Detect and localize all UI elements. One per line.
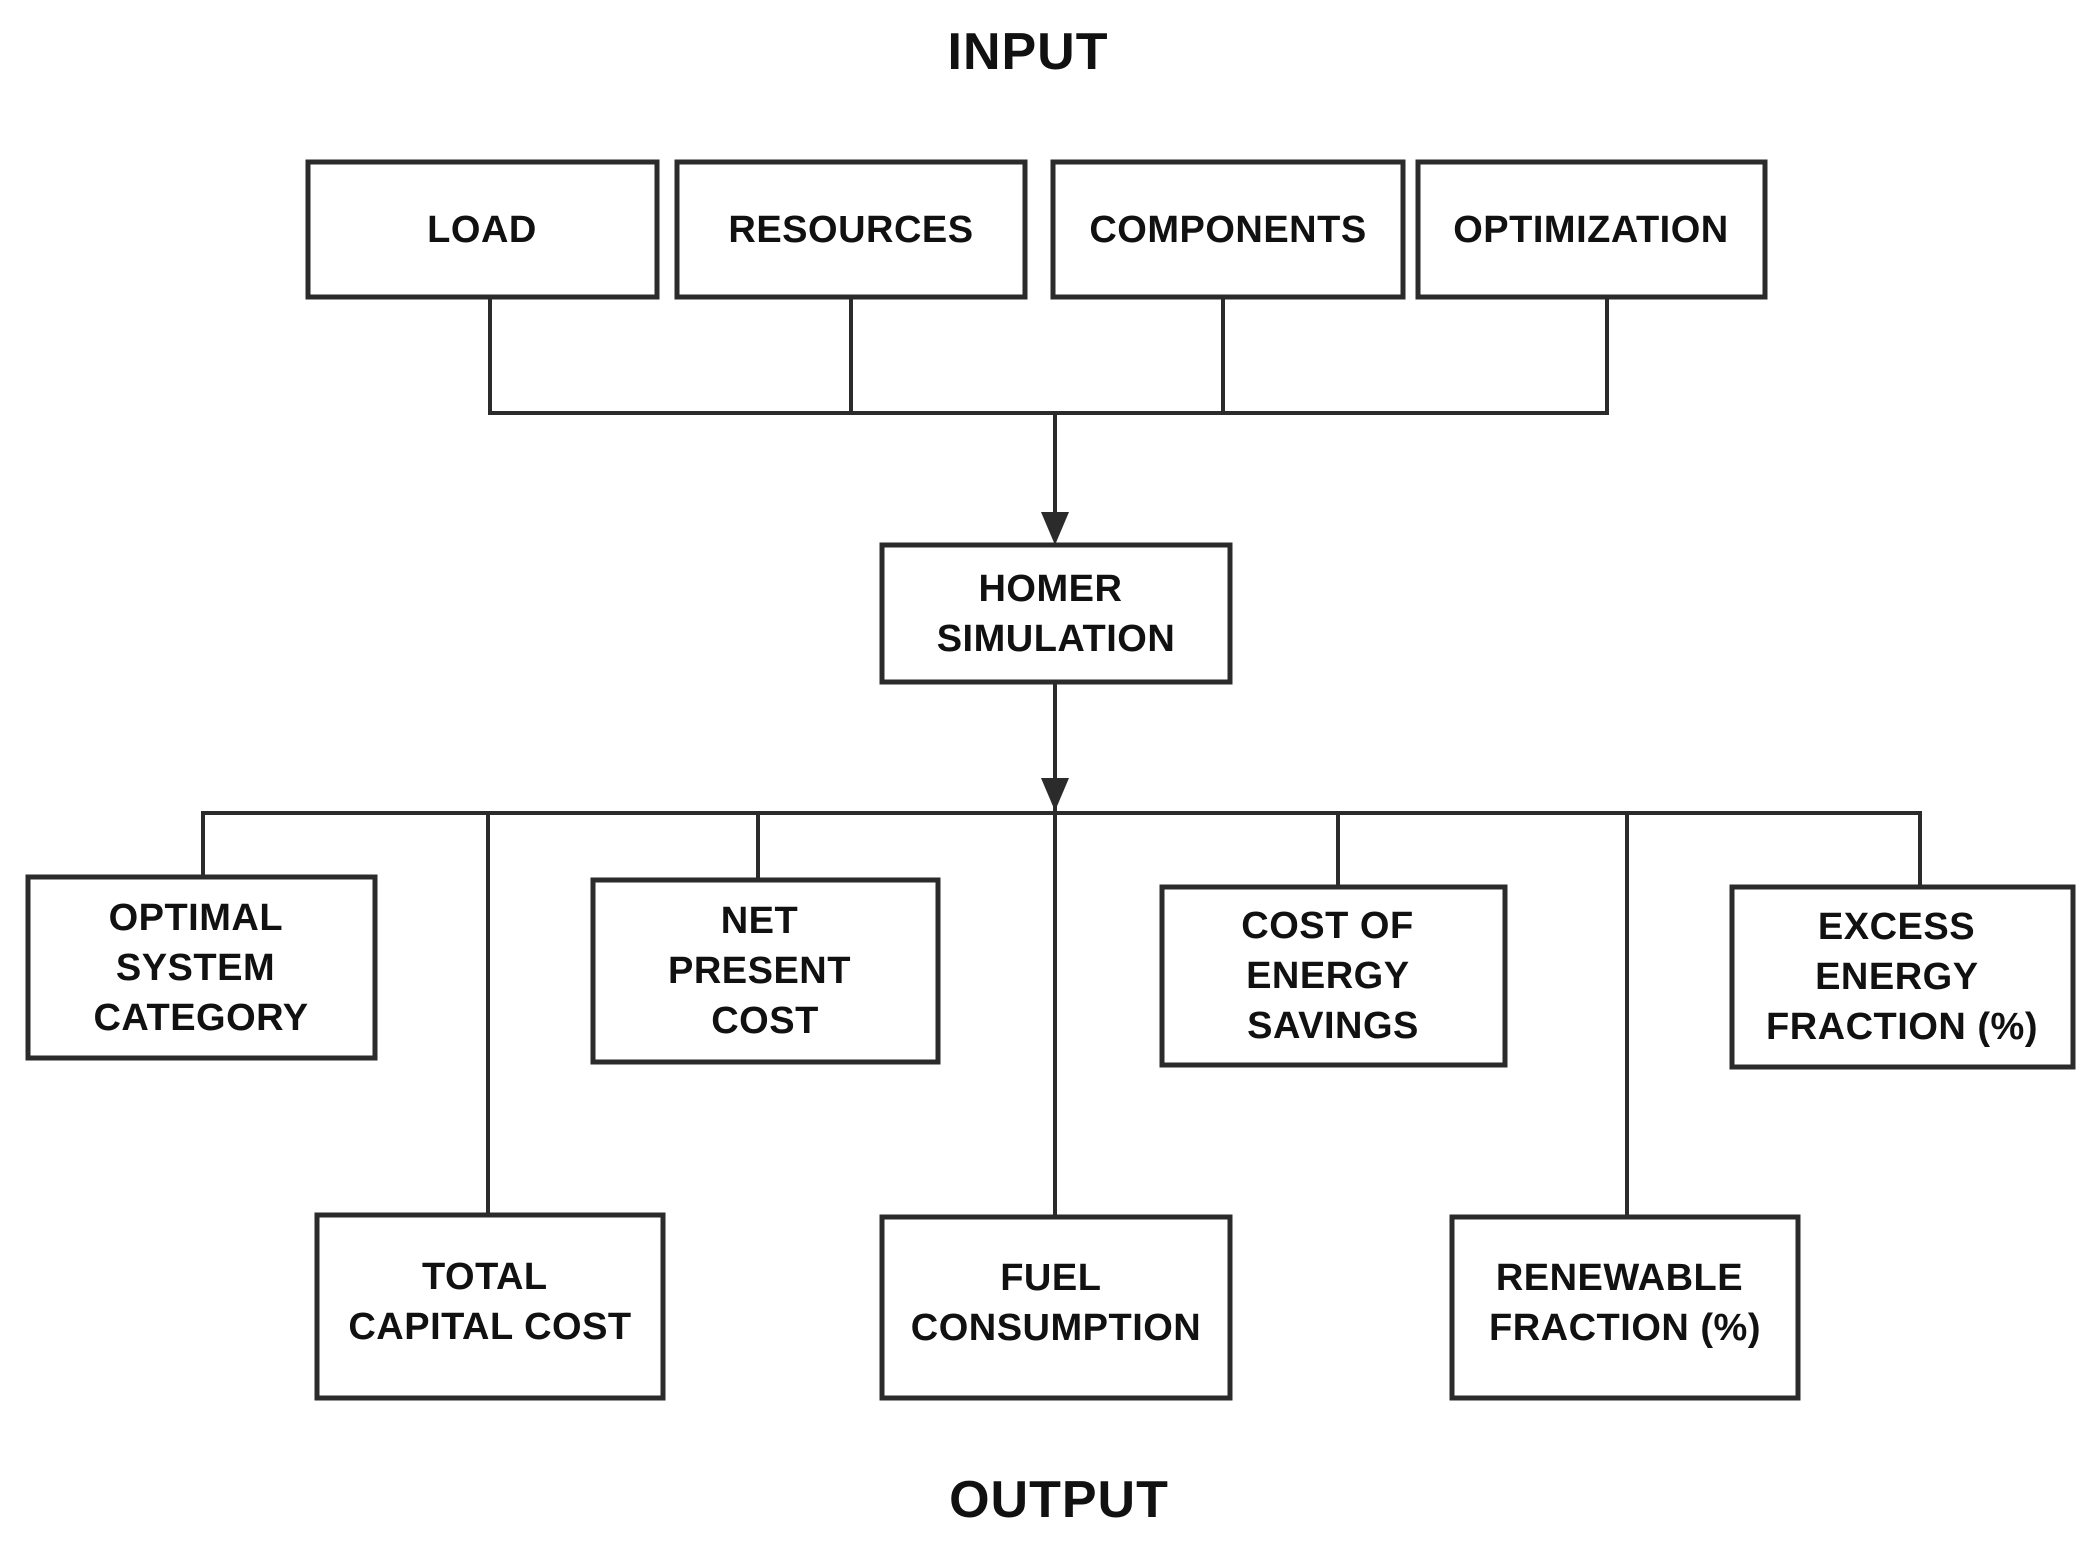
load-label: LOAD <box>427 209 537 251</box>
optimization-label: OPTIMIZATION <box>1453 209 1729 251</box>
renewable-fraction-label: RENEWABLE FRACTION (%) <box>1489 1257 1761 1349</box>
fuel-consumption-box <box>879 1214 1233 1401</box>
node-fuel-consumption: FUEL CONSUMPTION <box>879 1214 1233 1401</box>
node-resources: RESOURCES <box>674 159 1028 300</box>
node-total-capital-cost: TOTAL CAPITAL COST <box>314 1212 666 1401</box>
homer-simulation-label: HOMER SIMULATION <box>937 568 1176 660</box>
renewable-fraction-box <box>1449 1214 1801 1401</box>
optimal-system-category-label: OPTIMAL SYSTEM CATEGORY <box>93 897 308 1039</box>
net-present-cost-label: NET PRESENT COST <box>668 900 862 1042</box>
node-renewable-fraction: RENEWABLE FRACTION (%) <box>1449 1214 1801 1401</box>
resources-box <box>674 159 1028 300</box>
input-title: INPUT <box>948 23 1109 81</box>
total-capital-cost-label: TOTAL CAPITAL COST <box>348 1256 631 1348</box>
node-homer-simulation: HOMER SIMULATION <box>879 542 1233 685</box>
fuel-consumption-label: FUEL CONSUMPTION <box>911 1257 1202 1349</box>
cost-of-energy-savings-box <box>1159 884 1508 1068</box>
excess-energy-fraction-box <box>1729 884 2076 1070</box>
net-present-cost-box <box>590 877 941 1065</box>
node-optimal-system-category: OPTIMAL SYSTEM CATEGORY <box>25 874 378 1061</box>
node-cost-of-energy-savings: COST OF ENERGY SAVINGS <box>1159 884 1508 1068</box>
excess-energy-fraction-label: EXCESS ENERGY FRACTION (%) <box>1766 906 2038 1048</box>
load-box <box>305 159 660 300</box>
components-label: COMPONENTS <box>1089 209 1366 251</box>
homer-simulation-box <box>879 542 1233 685</box>
arrow-to-output-bus-head <box>1041 778 1069 811</box>
node-components: COMPONENTS <box>1050 159 1406 300</box>
components-box <box>1050 159 1406 300</box>
arrow-to-homer-head <box>1041 512 1069 545</box>
cost-of-energy-savings-label: COST OF ENERGY SAVINGS <box>1241 905 1424 1047</box>
node-optimization: OPTIMIZATION <box>1415 159 1768 300</box>
output-title: OUTPUT <box>949 1471 1169 1529</box>
node-excess-energy-fraction: EXCESS ENERGY FRACTION (%) <box>1729 884 2076 1070</box>
optimization-box <box>1415 159 1768 300</box>
total-capital-cost-box <box>314 1212 666 1401</box>
node-load: LOAD <box>305 159 660 300</box>
resources-label: RESOURCES <box>728 209 973 251</box>
connector-lines <box>201 297 1922 1217</box>
optimal-system-category-box <box>25 874 378 1061</box>
node-net-present-cost: NET PRESENT COST <box>590 877 941 1065</box>
